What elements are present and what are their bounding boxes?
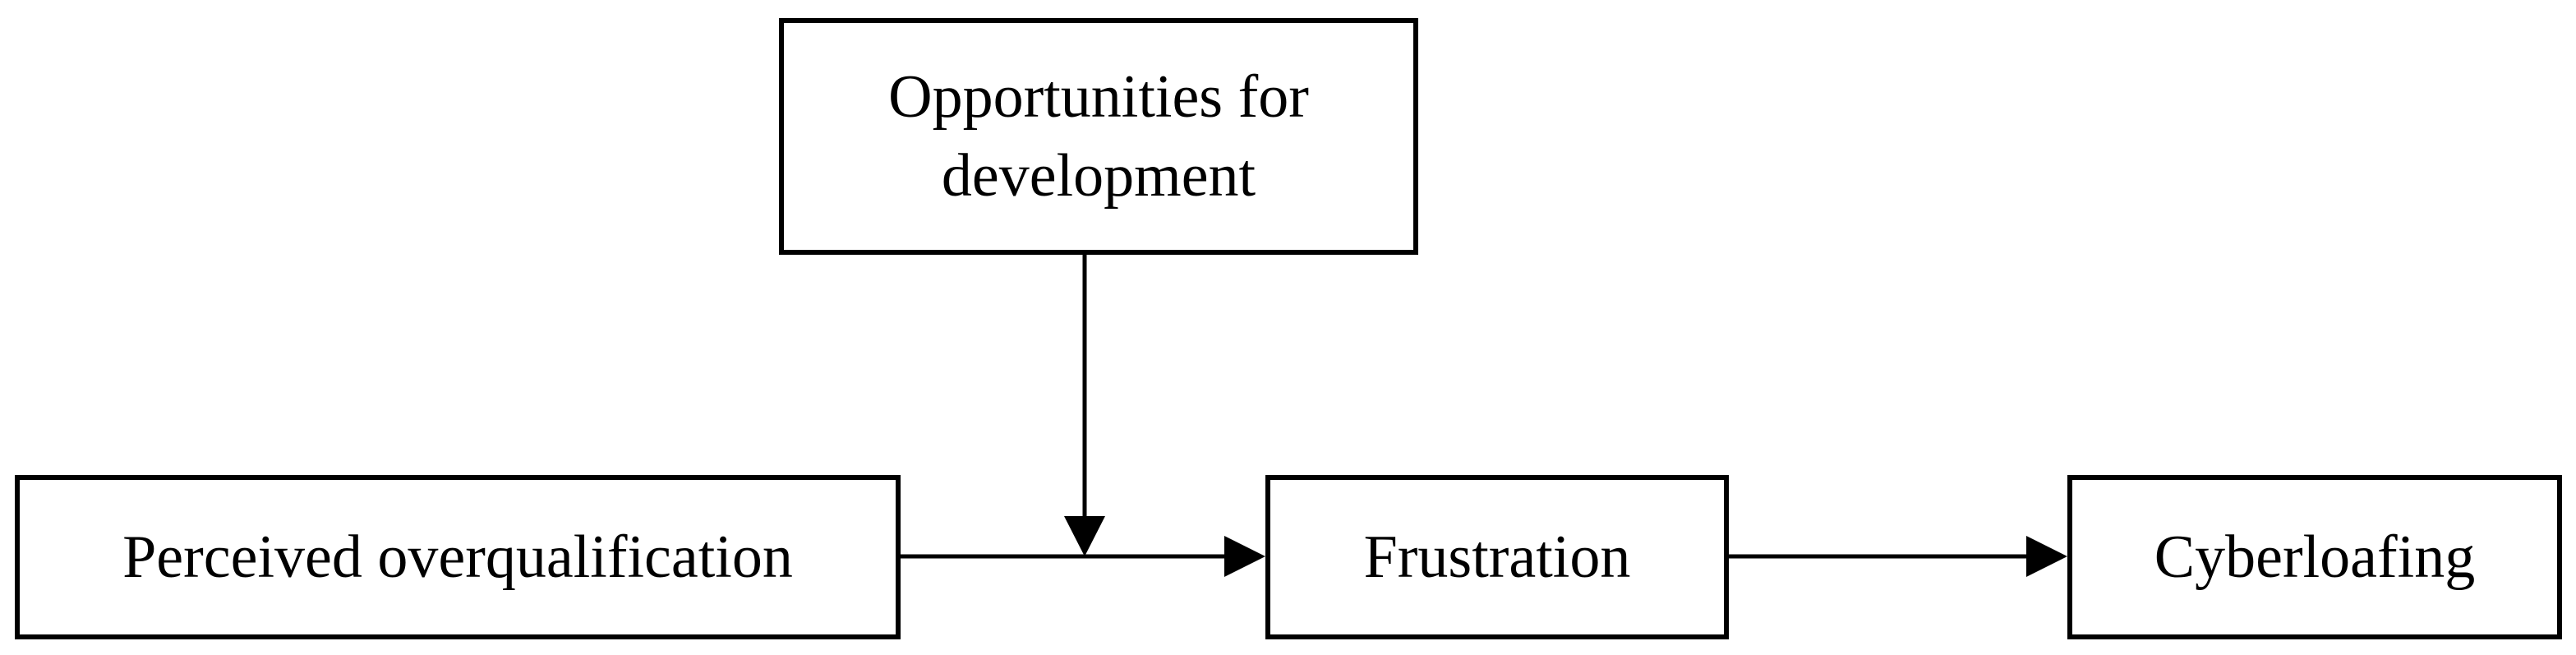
moderator-label-line-1: Opportunities for: [888, 62, 1309, 131]
outcome-box: Cyberloafing: [2067, 475, 2562, 639]
arrow-mediator-to-outcome-head: [2026, 536, 2067, 577]
moderator-label: Opportunities for development: [888, 58, 1309, 215]
arrow-predictor-to-mediator-head: [1224, 536, 1265, 577]
mediator-label: Frustration: [1363, 523, 1631, 591]
mediator-box: Frustration: [1265, 475, 1729, 639]
predictor-box: Perceived overqualification: [15, 475, 901, 639]
moderator-label-line-2: development: [941, 142, 1256, 210]
moderator-box: Opportunities for development: [779, 18, 1418, 255]
predictor-label: Perceived overqualification: [122, 523, 793, 591]
outcome-label: Cyberloafing: [2154, 523, 2476, 591]
arrow-moderator-to-path-head: [1064, 516, 1105, 556]
